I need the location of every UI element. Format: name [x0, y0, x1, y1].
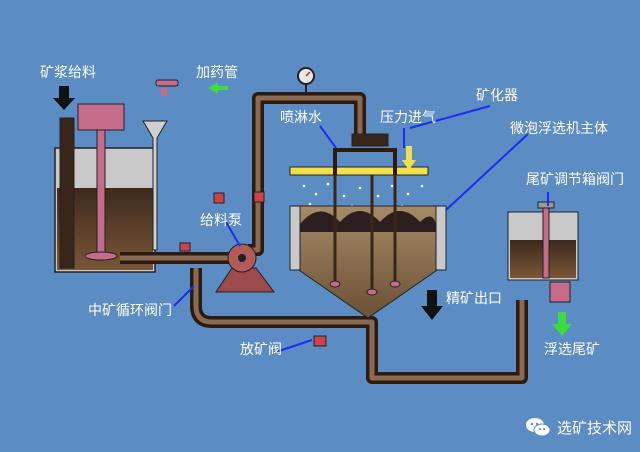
- label-pressure-air: 压力进气: [380, 110, 436, 126]
- valve-icon: [179, 191, 327, 347]
- left-arrow-icon: [208, 82, 228, 94]
- label-spray-water: 喷淋水: [280, 110, 322, 126]
- label-mineralizer: 矿化器: [476, 88, 518, 104]
- mineralizer-header: [289, 133, 429, 176]
- down-arrow-icon: [53, 86, 75, 110]
- label-flotation-body: 微泡浮选机主体: [510, 121, 608, 137]
- wechat-icon: [525, 418, 551, 437]
- flotation-cell: [289, 175, 447, 319]
- pipe-network: [120, 92, 528, 384]
- label-concentrate-outlet: 精矿出口: [446, 291, 502, 307]
- pressure-air-arrow: [402, 146, 416, 170]
- label-reagent-pipe: 加药管: [196, 65, 238, 81]
- pressure-gauge-icon: [297, 67, 315, 92]
- feed-pump: [215, 243, 275, 293]
- leader-lines: [173, 105, 549, 353]
- label-discharge-valve: 放矿阀: [240, 342, 282, 358]
- label-feed-pump: 给料泵: [200, 213, 242, 229]
- label-flotation-tailings: 浮选尾矿: [544, 342, 600, 358]
- label-tailings-valve: 尾矿调节箱阀门: [526, 172, 624, 188]
- concentrate-arrow: [421, 290, 443, 320]
- label-slurry-feed: 矿浆给料: [40, 65, 96, 81]
- spray-drops: [302, 182, 424, 208]
- watermark: 选矿技术网: [525, 416, 632, 438]
- watermark-text: 选矿技术网: [556, 418, 632, 437]
- tailings-arrow: [552, 312, 572, 336]
- feed-tank: [54, 103, 168, 273]
- reagent-tap: [155, 79, 179, 96]
- label-middling-valve: 中矿循环阀门: [88, 303, 172, 319]
- tailings-box: [507, 201, 579, 303]
